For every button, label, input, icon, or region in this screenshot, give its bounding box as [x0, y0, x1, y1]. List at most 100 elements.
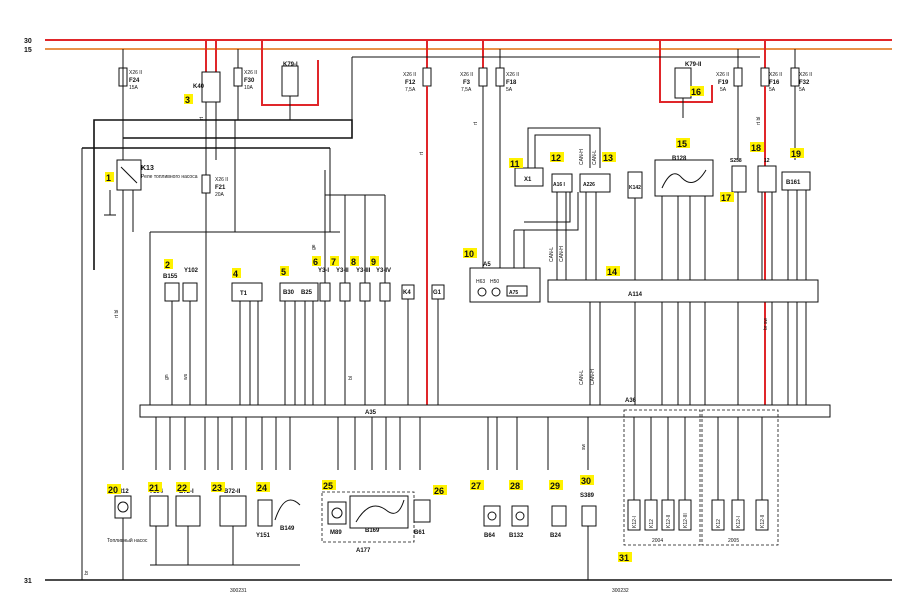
- callout-11: 11: [510, 159, 520, 169]
- svg-text:F12: F12: [405, 80, 416, 86]
- callout-8: 8: [351, 257, 356, 267]
- callout-4: 4: [233, 269, 238, 279]
- callout-9: 9: [371, 257, 376, 267]
- fuse-f32: X26 II F32 5A: [790, 49, 812, 160]
- svg-text:B61: B61: [414, 530, 426, 536]
- svg-text:K79-II: K79-II: [685, 62, 702, 68]
- svg-text:K12: K12: [716, 519, 722, 528]
- switch-s389: S389: [580, 493, 597, 580]
- callout-18: 18: [751, 143, 761, 153]
- svg-text:B155: B155: [163, 274, 178, 280]
- sensor-b161: B161: [781, 171, 811, 280]
- sensor-b128: B128: [654, 156, 714, 280]
- svg-text:20A: 20A: [215, 192, 225, 198]
- fuse-f19: X26 II F19 5A: [716, 49, 743, 160]
- svg-text:K12-III: K12-III: [683, 513, 689, 528]
- motor-m12: M12 Топливный насос: [107, 489, 148, 580]
- svg-text:7,5A: 7,5A: [405, 87, 416, 93]
- svg-text:Топливный насос: Топливный насос: [107, 537, 148, 544]
- module-a226: A226: [579, 173, 611, 280]
- callout-14: 14: [607, 267, 617, 277]
- svg-text:br: br: [84, 570, 90, 575]
- svg-text:B24: B24: [550, 533, 562, 539]
- module-a35: A35 A36: [139, 398, 831, 418]
- valve-y151: Y151: [256, 499, 273, 539]
- injector-y3-ii: Y3-II: [336, 195, 351, 405]
- callout-7: 7: [331, 257, 336, 267]
- callout-23: 23: [212, 483, 222, 493]
- callout-31: 31: [619, 553, 629, 563]
- sensor-b155: B155: [163, 274, 180, 405]
- callout-1: 1: [106, 173, 111, 183]
- sensor-b24: B24: [550, 505, 567, 539]
- svg-text:5A: 5A: [769, 87, 776, 93]
- fuse-f18: X26 II F18 5A: [495, 49, 519, 268]
- callout-24: 24: [257, 483, 267, 493]
- svg-text:F18: F18: [506, 80, 517, 86]
- rail-15-label: 15: [24, 47, 32, 54]
- svg-text:5A: 5A: [506, 87, 513, 93]
- rail-30-label: 30: [24, 38, 32, 45]
- callout-12: 12: [551, 153, 561, 163]
- svg-text:K142: K142: [629, 185, 641, 191]
- svg-text:K4: K4: [403, 290, 411, 296]
- module-a16: A16 I: [551, 173, 573, 280]
- fuse-f3: X26 II F3 7,5A: [460, 40, 488, 268]
- coils-2005: K12 K12-I K12-II 2005: [701, 409, 779, 546]
- callout-27: 27: [471, 481, 481, 491]
- svg-text:X26 II: X26 II: [244, 70, 257, 76]
- svg-text:F19: F19: [718, 80, 729, 86]
- sensor-b72-ii: B72-II: [219, 489, 247, 565]
- svg-text:M89: M89: [330, 530, 342, 536]
- svg-text:K13: K13: [141, 165, 154, 172]
- svg-text:Y3-III: Y3-III: [356, 268, 371, 274]
- rail-31: 31: [24, 578, 892, 585]
- svg-text:B128: B128: [672, 156, 687, 162]
- svg-text:F16: F16: [769, 80, 780, 86]
- callout-10: 10: [464, 249, 474, 259]
- svg-text:rt: rt: [473, 121, 479, 125]
- svg-text:gn: gn: [164, 374, 170, 380]
- svg-text:Y3-IV: Y3-IV: [376, 268, 391, 274]
- svg-text:X26 II: X26 II: [129, 70, 142, 76]
- module-a114: A114: [547, 279, 819, 405]
- injector-y3-iii: Y3-III: [356, 195, 371, 405]
- wire-labels: rt bl br rt rt rt rt bl CAN-L CAN-H CAN-…: [84, 116, 769, 575]
- motor-m89: M89: [327, 501, 347, 536]
- svg-text:F24: F24: [129, 78, 140, 84]
- svg-text:rt bl: rt bl: [756, 117, 762, 125]
- svg-text:CAN-L: CAN-L: [549, 247, 555, 262]
- svg-text:B132: B132: [509, 533, 524, 539]
- svg-text:F3: F3: [463, 80, 471, 86]
- relay-k142: K142: [627, 171, 643, 280]
- svg-text:CAN-H: CAN-H: [559, 246, 565, 262]
- svg-text:X26 II: X26 II: [460, 72, 473, 78]
- svg-text:K40: K40: [193, 84, 205, 90]
- svg-text:Y151: Y151: [256, 533, 271, 539]
- svg-text:5A: 5A: [799, 87, 806, 93]
- svg-text:bl: bl: [348, 376, 354, 380]
- svg-text:A177: A177: [356, 548, 371, 554]
- sensor-b169: B169: [349, 495, 409, 534]
- callout-28: 28: [510, 481, 520, 491]
- svg-text:ge: ge: [311, 244, 317, 250]
- ground-label-2: 300232: [612, 588, 629, 594]
- svg-text:B64: B64: [484, 533, 496, 539]
- callout-5: 5: [281, 267, 286, 277]
- callout-19: 19: [791, 149, 801, 159]
- connector-x1: X1: [514, 167, 544, 187]
- svg-text:Реле топливного насоса: Реле топливного насоса: [141, 174, 198, 180]
- svg-text:F32: F32: [799, 80, 810, 86]
- fuse-f12: X26 II F12 7,5A: [403, 40, 432, 405]
- svg-text:2005: 2005: [728, 538, 739, 544]
- svg-text:A36: A36: [625, 398, 637, 404]
- module-a5: A5 H63 H50 A75: [469, 230, 541, 303]
- svg-text:K12-II: K12-II: [760, 515, 766, 528]
- svg-text:F30: F30: [244, 78, 255, 84]
- callout-2: 2: [165, 260, 170, 270]
- svg-text:X26 II: X26 II: [716, 72, 729, 78]
- rail-15: 15: [24, 47, 892, 54]
- svg-text:X1: X1: [524, 177, 532, 183]
- svg-text:B149: B149: [280, 526, 295, 532]
- svg-text:A5: A5: [483, 262, 491, 268]
